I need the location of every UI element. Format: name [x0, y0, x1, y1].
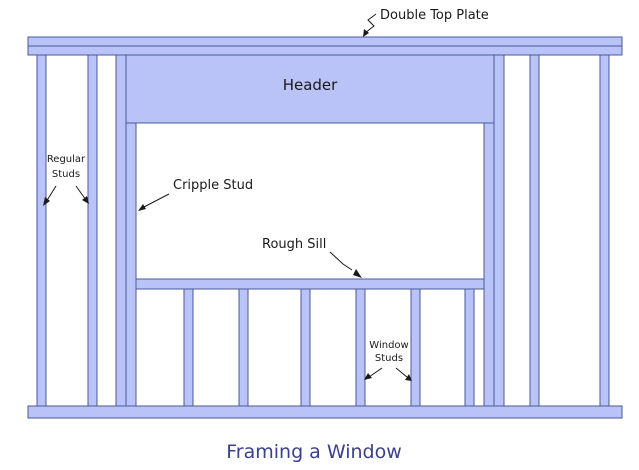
double-top-plate-leader	[364, 13, 377, 34]
regular-stud-4	[599, 54, 610, 407]
cripple-stud-label: Cripple Stud	[173, 178, 253, 193]
window-studs-leader-left	[368, 367, 383, 378]
king-stud-right	[493, 54, 505, 407]
window-studs-arrowhead-left	[364, 373, 372, 380]
diagram-caption: Framing a Window	[226, 441, 402, 463]
double-top-plate-label: Double Top Plate	[380, 8, 489, 23]
cripple-stud-below-5	[410, 288, 421, 407]
bottom-plate	[27, 405, 623, 419]
regular-studs-label-line2: Studs	[52, 169, 80, 180]
regular-studs-leader-right	[75, 185, 87, 201]
window-studs-leader-right	[395, 367, 408, 378]
cripple-stud-leader	[141, 193, 170, 209]
cripple-stud-below-3	[300, 288, 311, 407]
rough-sill-label: Rough Sill	[262, 237, 326, 252]
window-studs-label-line1: Window	[369, 340, 408, 351]
rough-sill	[135, 278, 485, 290]
cripple-stud-below-6	[464, 288, 475, 407]
regular-studs-arrowhead-left	[43, 197, 50, 206]
jack-stud-right	[483, 122, 495, 407]
header-beam	[125, 54, 495, 124]
regular-stud-1	[36, 54, 47, 407]
regular-stud-2	[87, 54, 98, 407]
rough-sill-arrowhead	[353, 269, 362, 278]
regular-stud-3	[529, 54, 540, 407]
window-studs-label-line2: Studs	[375, 353, 403, 364]
window-studs-arrowhead-right	[405, 374, 412, 381]
top-plate-upper	[27, 36, 623, 47]
cripple-stud-below-2	[238, 288, 249, 407]
cripple-stud-below-1	[183, 288, 194, 407]
regular-studs-arrowhead-right	[82, 196, 89, 204]
header-label: Header	[283, 76, 338, 94]
jack-stud-left	[125, 122, 137, 407]
double-top-plate-arrowhead	[363, 29, 369, 37]
rough-sill-leader	[329, 251, 353, 271]
cripple-stud-below-4	[355, 288, 366, 407]
top-plate-lower	[27, 45, 623, 56]
cripple-stud-arrowhead	[138, 204, 146, 211]
king-stud-left	[115, 54, 127, 407]
regular-studs-label-line1: Regular	[47, 154, 86, 165]
